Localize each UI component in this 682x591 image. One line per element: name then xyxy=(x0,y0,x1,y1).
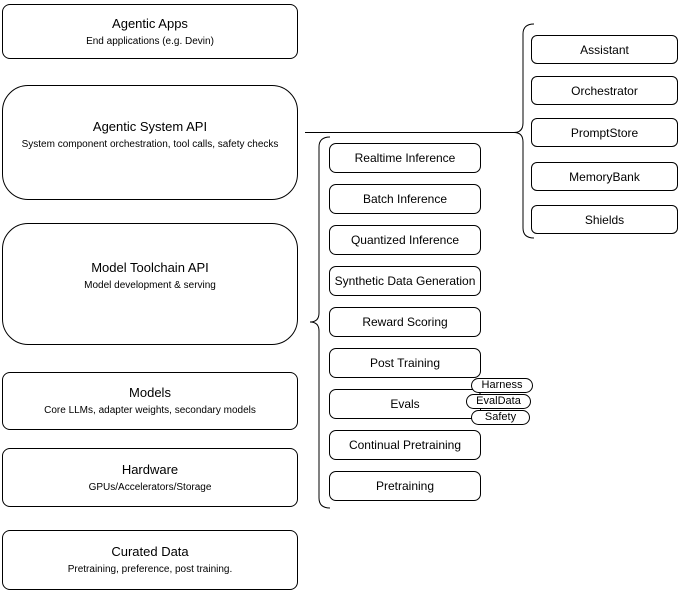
service-realtime-inference: Realtime Inference xyxy=(329,143,481,173)
layer-subtitle: Model development & serving xyxy=(84,280,216,291)
layer-agentic-system-api: Agentic System API System component orch… xyxy=(2,85,298,200)
layer-title: Agentic System API xyxy=(92,118,208,134)
layer-title: Curated Data xyxy=(111,544,189,559)
component-shields: Shields xyxy=(531,205,678,234)
service-continual-pretraining: Continual Pretraining xyxy=(329,430,481,460)
layer-subtitle: System component orchestration, tool cal… xyxy=(21,138,279,150)
service-batch-inference: Batch Inference xyxy=(329,184,481,214)
component-memorybank: MemoryBank xyxy=(531,162,678,191)
component-orchestrator: Orchestrator xyxy=(531,76,678,105)
layer-title: Model Toolchain API xyxy=(91,260,209,275)
component-promptstore: PromptStore xyxy=(531,118,678,147)
layer-agentic-apps: Agentic Apps End applications (e.g. Devi… xyxy=(2,4,298,59)
service-quantized-inference: Quantized Inference xyxy=(329,225,481,255)
tag-harness: Harness xyxy=(471,378,533,393)
toolchain-brace xyxy=(309,136,331,509)
layer-models: Models Core LLMs, adapter weights, secon… xyxy=(2,372,298,430)
layer-subtitle: GPUs/Accelerators/Storage xyxy=(88,481,212,493)
layer-subtitle: Core LLMs, adapter weights, secondary mo… xyxy=(44,405,256,416)
service-reward-scoring: Reward Scoring xyxy=(329,307,481,337)
layer-title: Hardware xyxy=(121,461,179,477)
service-pretraining: Pretraining xyxy=(329,471,481,501)
service-post-training: Post Training xyxy=(329,348,481,378)
layer-model-toolchain-api: Model Toolchain API Model development & … xyxy=(2,223,298,345)
layer-subtitle: End applications (e.g. Devin) xyxy=(86,35,214,47)
layer-title: Models xyxy=(129,385,171,400)
tag-evaldata: EvalData xyxy=(466,394,531,409)
component-assistant: Assistant xyxy=(531,35,678,64)
service-evals: Evals xyxy=(329,389,481,419)
service-synthetic-data-generation: Synthetic Data Generation xyxy=(329,266,481,296)
layer-hardware: Hardware GPUs/Accelerators/Storage xyxy=(2,448,298,507)
tag-safety: Safety xyxy=(471,410,530,425)
layer-title: Agentic Apps xyxy=(112,15,188,31)
layer-curated-data: Curated Data Pretraining, preference, po… xyxy=(2,530,298,590)
layer-subtitle: Pretraining, preference, post training. xyxy=(67,564,233,575)
